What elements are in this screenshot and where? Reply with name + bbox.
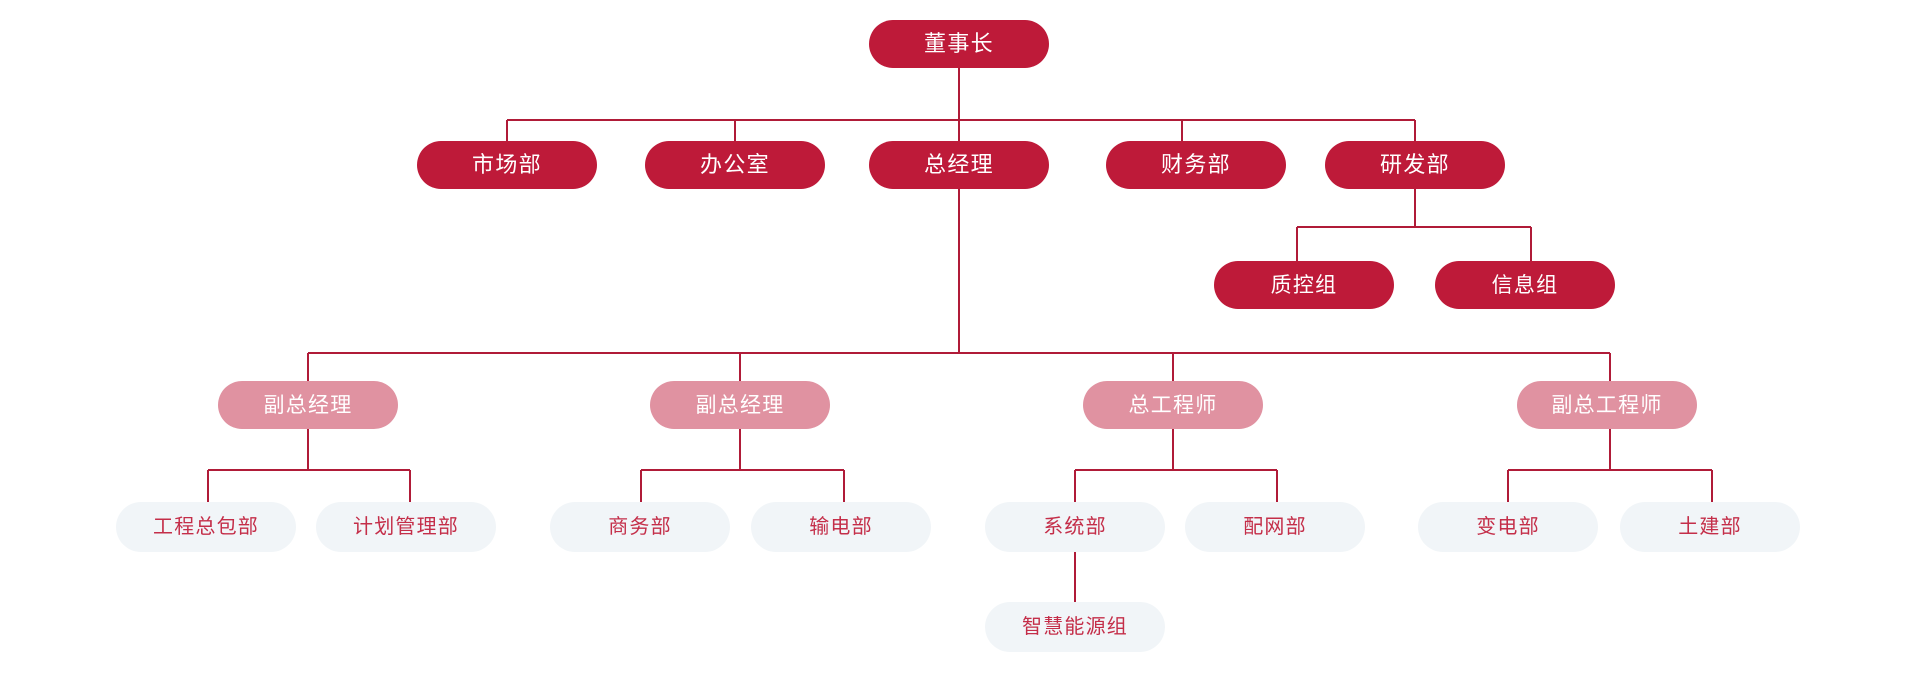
org-node-label-epc: 工程总包部 [153,516,259,538]
org-node-market[interactable]: 市场部 [417,141,597,189]
org-node-label-system: 系统部 [1043,516,1107,538]
org-node-finance[interactable]: 财务部 [1106,141,1286,189]
org-node-label-rnd: 研发部 [1380,152,1450,177]
org-node-smartenergy[interactable]: 智慧能源组 [985,602,1165,652]
org-node-office[interactable]: 办公室 [645,141,825,189]
org-node-label-vgm2: 副总经理 [695,393,785,417]
org-node-vgm2[interactable]: 副总经理 [650,381,830,429]
org-node-label-vchiefeng: 副总工程师 [1551,393,1663,417]
org-node-business[interactable]: 商务部 [550,502,730,552]
org-node-label-office: 办公室 [700,152,770,177]
org-node-gm[interactable]: 总经理 [869,141,1049,189]
org-node-label-gm: 总经理 [924,152,994,177]
org-node-epc[interactable]: 工程总包部 [116,502,296,552]
org-node-label-finance: 财务部 [1161,152,1231,177]
org-node-label-planmgmt: 计划管理部 [353,516,459,538]
org-node-qc[interactable]: 质控组 [1214,261,1394,309]
org-node-transmit[interactable]: 输电部 [751,502,931,552]
org-node-label-chiefeng: 总工程师 [1128,393,1218,417]
org-node-vgm1[interactable]: 副总经理 [218,381,398,429]
org-node-info[interactable]: 信息组 [1435,261,1615,309]
org-node-label-substation: 变电部 [1476,516,1540,538]
org-node-civil[interactable]: 土建部 [1620,502,1800,552]
org-node-label-chairman: 董事长 [924,31,994,56]
org-node-label-distrib: 配网部 [1243,516,1307,538]
org-node-label-business: 商务部 [608,516,672,538]
org-node-label-smartenergy: 智慧能源组 [1022,616,1128,638]
org-node-label-market: 市场部 [472,152,542,177]
org-node-planmgmt[interactable]: 计划管理部 [316,502,496,552]
org-node-chairman[interactable]: 董事长 [869,20,1049,68]
org-node-label-vgm1: 副总经理 [263,393,353,417]
org-node-substation[interactable]: 变电部 [1418,502,1598,552]
org-node-label-qc: 质控组 [1270,273,1338,297]
org-node-system[interactable]: 系统部 [985,502,1165,552]
org-node-vchiefeng[interactable]: 副总工程师 [1517,381,1697,429]
org-node-label-transmit: 输电部 [809,516,873,538]
org-node-distrib[interactable]: 配网部 [1185,502,1365,552]
org-node-label-info: 信息组 [1491,273,1559,297]
org-node-chiefeng[interactable]: 总工程师 [1083,381,1263,429]
org-node-rnd[interactable]: 研发部 [1325,141,1505,189]
org-node-label-civil: 土建部 [1678,516,1742,538]
